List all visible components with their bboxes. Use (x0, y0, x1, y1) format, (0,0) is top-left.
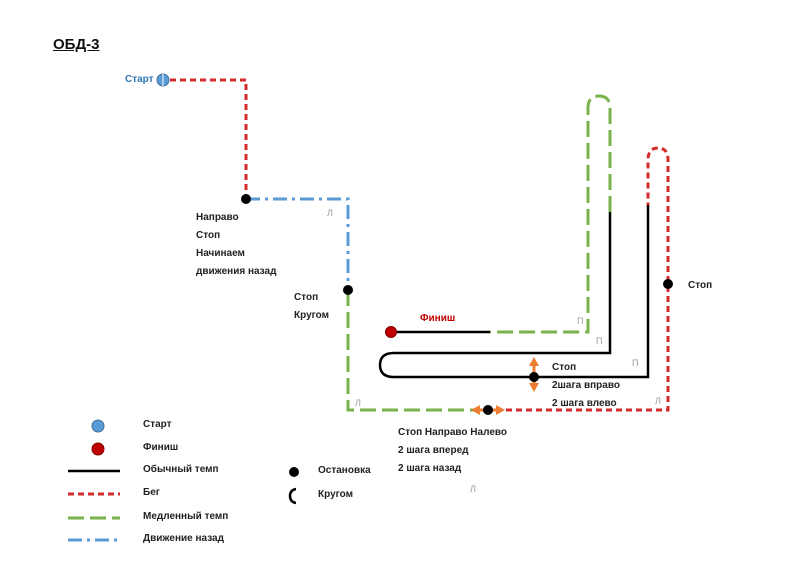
turn-mark: Л (327, 208, 333, 218)
stop-right-label: Стоп (688, 280, 713, 291)
stop-point-turn (241, 194, 251, 204)
legend-finish-label: Финиш (143, 442, 179, 453)
diagram-title: ОБД-3 (53, 36, 100, 53)
legend-stop-icon (289, 467, 299, 477)
stop-point-steps (529, 372, 539, 382)
stop-point-right (663, 279, 673, 289)
normal-path-upper (398, 212, 612, 355)
run-path-start (170, 78, 248, 199)
uturn-arc (378, 351, 398, 379)
legend-start-label: Старт (143, 419, 172, 430)
stop-point-circle (343, 285, 353, 295)
legend-start-icon (91, 419, 105, 433)
legend-back-label: Движение назад (143, 533, 224, 544)
finish-marker (385, 326, 397, 338)
start-marker (156, 73, 170, 87)
turn-mark: П (632, 358, 639, 368)
legend-normal-label: Обычный темп (143, 464, 219, 475)
legend-uturn-label: Кругом (318, 489, 354, 500)
stop-point-bottom (483, 405, 493, 415)
turn-instructions: Направо Стоп Начинаем движения назад (196, 212, 277, 277)
normal-path-right (398, 205, 650, 379)
turn-mark: Л (655, 396, 661, 406)
start-label: Старт (125, 74, 154, 85)
turn-mark: П (596, 336, 603, 346)
stop-bottom-instructions: Стоп Направо Налево 2 шага вперед 2 шага… (398, 427, 507, 474)
run-path-right (496, 146, 670, 412)
legend-finish-icon (91, 442, 105, 456)
turn-mark: Л (470, 484, 476, 494)
turn-mark: Л (355, 398, 361, 408)
finish-label: Финиш (420, 313, 456, 324)
backward-path (246, 197, 350, 290)
slow-path-bottom (346, 290, 478, 412)
turn-mark: П (577, 316, 584, 326)
stop-circle-instructions: Стоп Кругом (294, 292, 330, 321)
legend-stop-label: Остановка (318, 465, 371, 476)
legend-slow-label: Медленный темп (143, 511, 229, 522)
legend-run-label: Бег (143, 487, 160, 498)
slow-path-top (490, 94, 612, 334)
stop-steps-instructions: Стоп 2шага вправо 2 шага влево (552, 362, 620, 409)
legend-uturn-icon (288, 487, 297, 505)
